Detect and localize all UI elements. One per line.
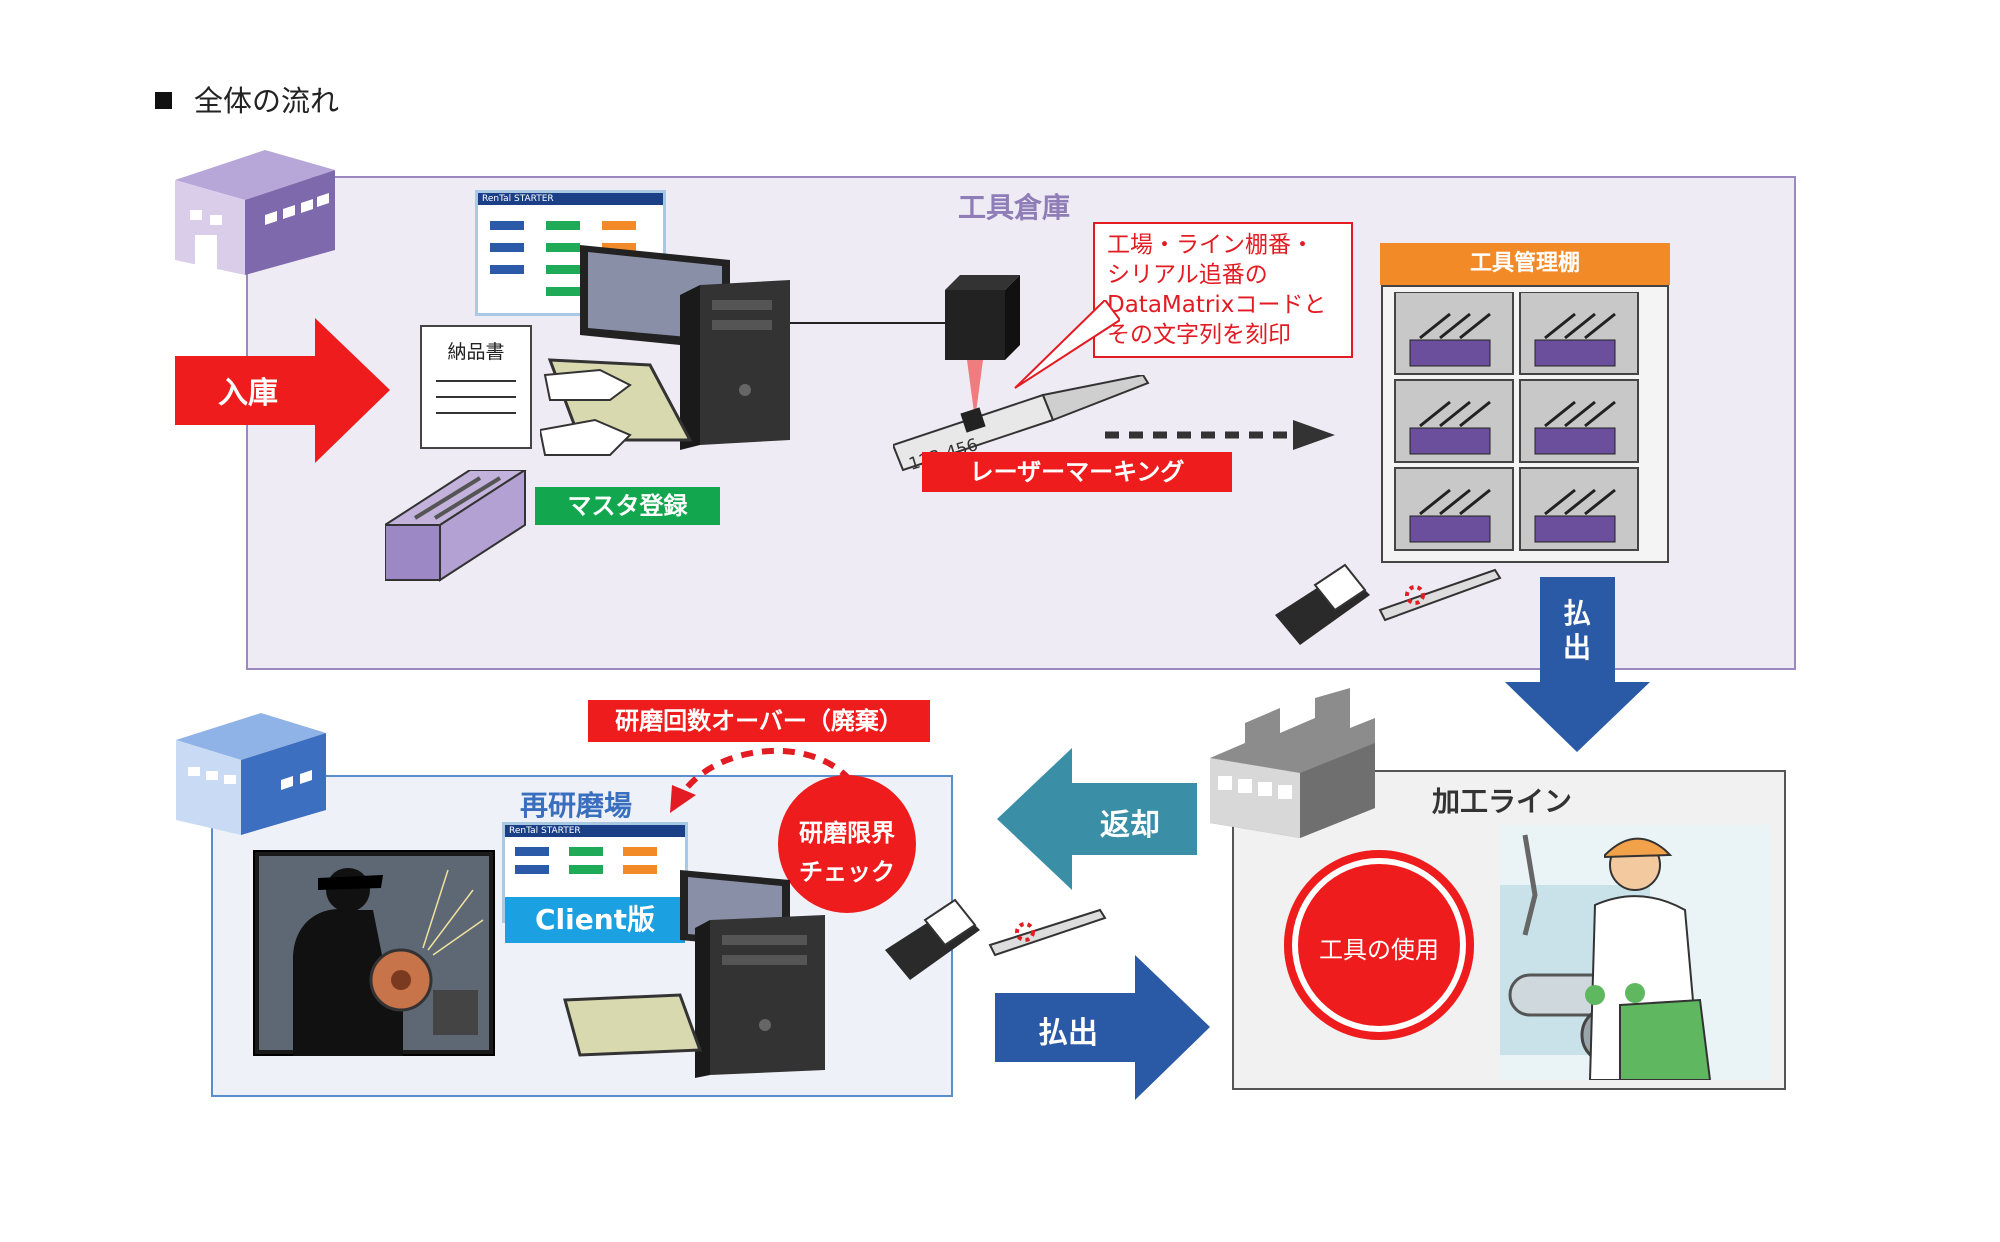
inbound-label: 入庫 <box>218 376 278 411</box>
laser-marking-label: レーザーマーキング <box>922 452 1232 492</box>
shelf-compartments <box>1394 292 1639 551</box>
tool-tray-icon <box>385 470 527 582</box>
return-label: 返却 <box>1100 808 1160 843</box>
page-title: 全体の流れ <box>155 78 339 120</box>
laser-marker-icon <box>945 275 1020 420</box>
processing-line-label: 加工ライン <box>1432 785 1573 818</box>
tool-use-label: 工具の使用 <box>1319 936 1439 964</box>
dashed-flow-arrow <box>1105 420 1335 450</box>
limit-check-line-1: 研磨限界 <box>799 819 895 847</box>
callout-line-3: DataMatrixコードと <box>1107 292 1327 318</box>
callout-line-4: その文字列を刻印 <box>1107 322 1291 348</box>
issue-right-arrow <box>995 955 1210 1100</box>
delivery-slip: 納品書 <box>420 325 532 449</box>
client-version-label: Client版 <box>505 897 685 943</box>
drill-tool-icon <box>893 375 1150 472</box>
tool-use-badge: 工具の使用 <box>1284 850 1474 1040</box>
handheld-scanner-icon-2 <box>885 898 1107 980</box>
over-limit-label: 研磨回数オーバー（廃棄） <box>588 700 930 742</box>
callout-line-2: シリアル追番の <box>1107 262 1268 288</box>
machinist-image <box>1500 825 1770 1080</box>
marking-callout: 工場・ライン棚番・ シリアル追番の DataMatrixコードと その文字列を刻… <box>1093 222 1353 358</box>
return-arrow <box>997 748 1197 890</box>
master-registration-label: マスタ登録 <box>535 487 720 525</box>
limit-check-badge: 研磨限界 チェック <box>778 775 916 913</box>
laser-cable <box>790 322 950 324</box>
handheld-scanner-icon <box>1275 563 1502 645</box>
app-title-bar: RenTal STARTER <box>478 193 663 205</box>
factory-icon <box>1210 688 1375 838</box>
inbound-arrow <box>175 318 390 463</box>
app-title-bar-regrind: RenTal STARTER <box>505 825 685 837</box>
limit-check-line-2: チェック <box>799 858 895 886</box>
issue-down-arrow <box>1505 577 1650 752</box>
warehouse-building-icon <box>175 150 335 275</box>
callout-line-1: 工場・ライン棚番・ <box>1107 232 1314 258</box>
issue-right-label: 払出 <box>1038 1016 1098 1051</box>
callout-pointer <box>1014 300 1120 389</box>
grinding-worker-image <box>253 850 495 1056</box>
issue-down-label: 払出 <box>1563 597 1592 664</box>
bullet-square-icon <box>155 92 172 109</box>
regrind-label: 再研磨場 <box>520 789 633 822</box>
typing-hands-icon <box>540 368 632 456</box>
computer-regrind <box>563 870 825 1078</box>
shelf-header: 工具管理棚 <box>1380 243 1670 285</box>
warehouse-label: 工具倉庫 <box>958 191 1071 224</box>
delivery-slip-label: 納品書 <box>447 341 505 363</box>
regrind-building-icon <box>176 713 326 835</box>
discard-dashed-arrow <box>670 747 853 813</box>
